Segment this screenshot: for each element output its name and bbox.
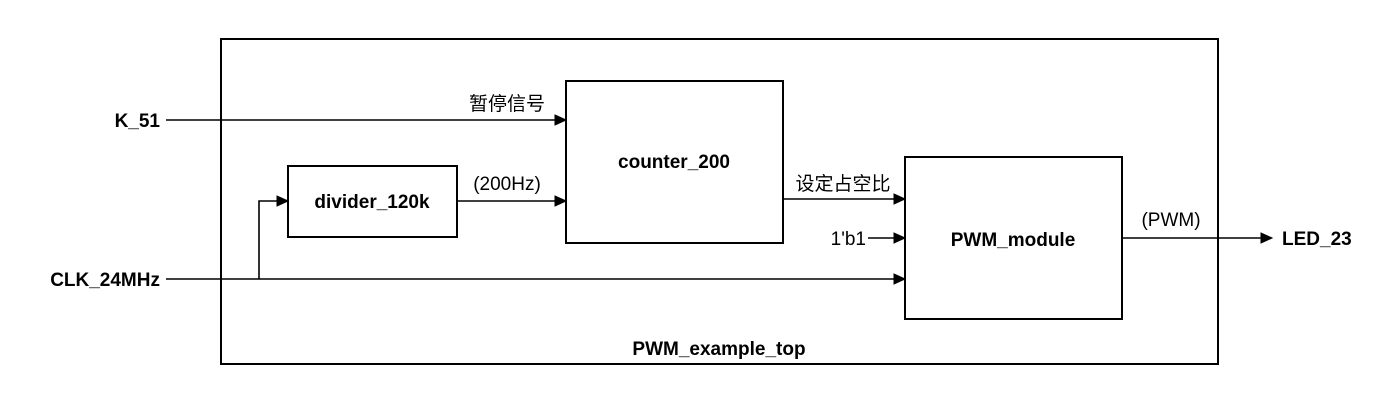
clk-branch-wire — [258, 200, 278, 279]
const-signal-arrowhead — [893, 232, 907, 244]
const-signal-label: 1'b1 — [831, 229, 866, 250]
freq-signal-arrowhead — [554, 195, 568, 207]
counter-block — [565, 80, 784, 244]
divider-block — [287, 165, 458, 238]
clk-main-arrowhead — [893, 273, 907, 285]
pwm-module-block — [904, 156, 1123, 320]
counter-block-label: counter_200 — [618, 152, 730, 173]
freq-signal-label: (200Hz) — [473, 174, 541, 195]
port-k51-label: K_51 — [115, 111, 161, 132]
divider-block-label: divider_120k — [314, 192, 430, 213]
pwm-module-block-label: PWM_module — [951, 230, 1076, 251]
port-clk-label: CLK_24MHz — [50, 270, 160, 291]
duty-signal-label: 设定占空比 — [795, 173, 890, 195]
pwm-output-arrowhead — [1260, 232, 1274, 244]
pause-signal-label: 暂停信号 — [469, 93, 545, 115]
port-led-label: LED_23 — [1282, 229, 1352, 250]
pwm-output-label: (PWM) — [1141, 210, 1200, 231]
clk-branch-arrowhead — [276, 195, 290, 207]
top-module-label: PWM_example_top — [632, 339, 805, 360]
pause-signal-arrowhead — [554, 114, 568, 126]
duty-signal-arrowhead — [893, 193, 907, 205]
